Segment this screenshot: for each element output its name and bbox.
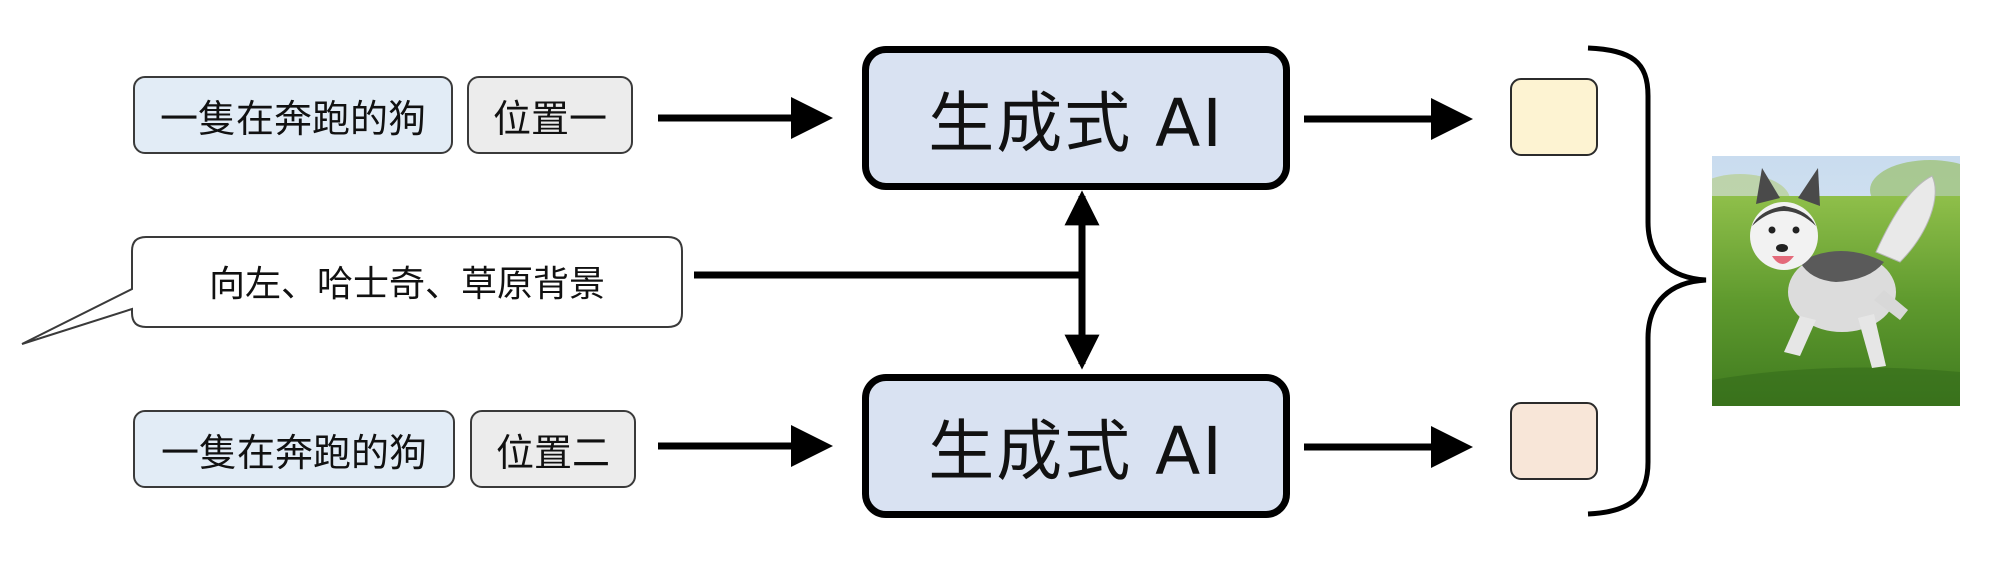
output-swatch-1: [1510, 78, 1598, 156]
combine-brace: [1587, 45, 1707, 517]
shared-condition-text: 向左、哈士奇、草原背景: [208, 264, 605, 305]
position-tag-2: 位置二: [470, 410, 636, 488]
generative-ai-block-2: 生成式 AI: [862, 374, 1290, 518]
prompt-box-2: 一隻在奔跑的狗: [133, 410, 455, 488]
position-tag-1: 位置一: [467, 76, 633, 154]
speech-bubble: [21, 236, 683, 345]
prompt-box-1: 一隻在奔跑的狗: [133, 76, 453, 154]
husky-image: [1712, 156, 1960, 406]
generative-ai-block-1: 生成式 AI: [862, 46, 1290, 190]
output-swatch-2: [1510, 402, 1598, 480]
